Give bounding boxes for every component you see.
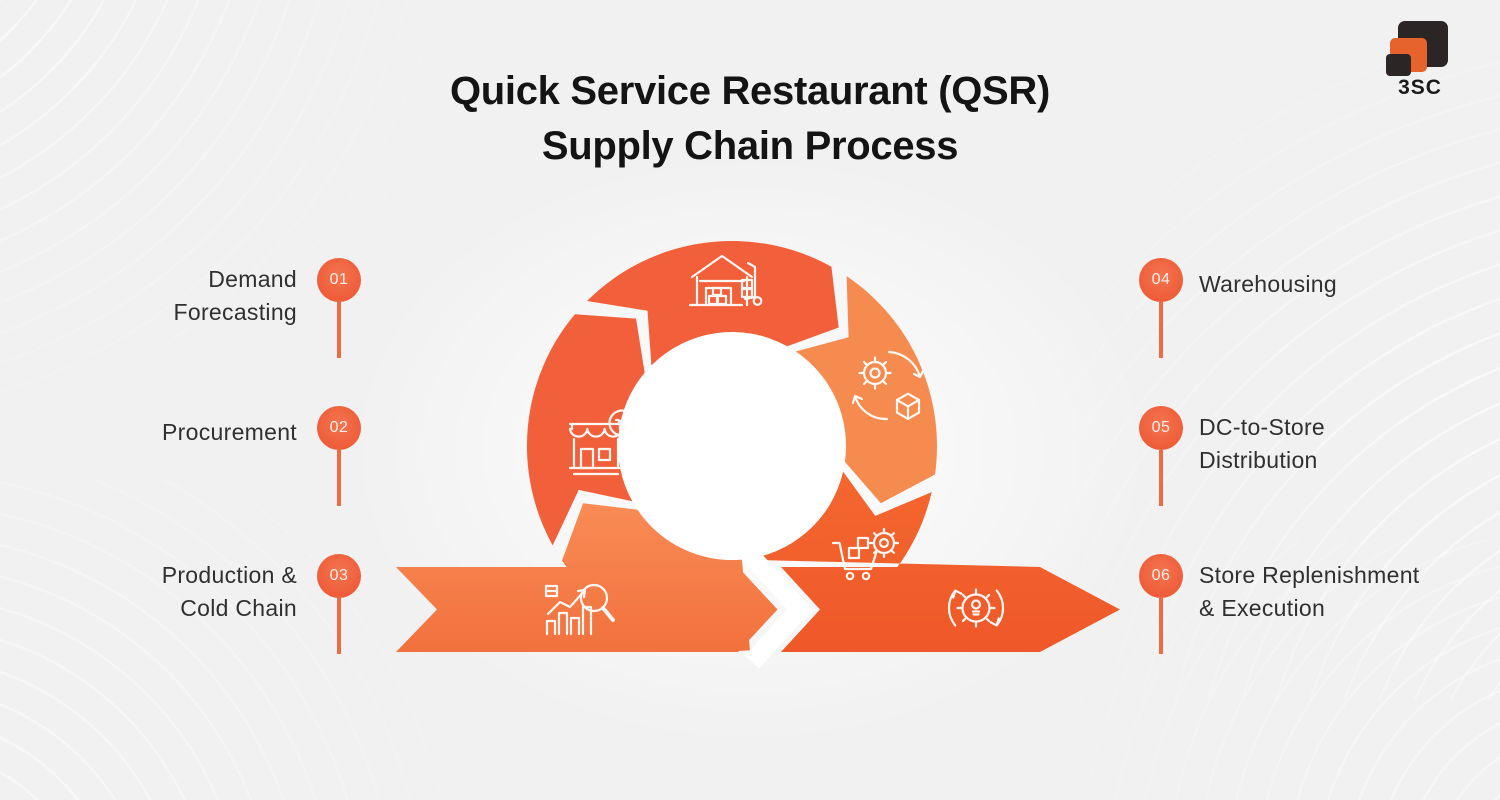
warehouse-handtruck-icon xyxy=(688,254,763,307)
step-label: Warehousing xyxy=(1199,271,1337,297)
cart-boxes-gear-icon xyxy=(831,527,900,581)
step-label: Production & Cold Chain xyxy=(161,562,297,621)
gear-bulb-arrows-icon xyxy=(947,588,1005,628)
step-number-badge: 02 xyxy=(317,406,361,450)
storefront-cart-icon xyxy=(568,409,636,476)
step-number-badge: 06 xyxy=(1139,554,1183,598)
step-item-dc-to-store: 05 DC-to-Store Distribution xyxy=(1139,406,1325,506)
step-number-badge: 05 xyxy=(1139,406,1183,450)
cycle-inner-disc xyxy=(618,332,846,560)
step-item-procurement: Procurement 02 xyxy=(47,406,361,506)
step-number-badge: 01 xyxy=(317,258,361,302)
step-label: Demand Forecasting xyxy=(173,266,297,325)
step-marker: 02 xyxy=(317,406,361,506)
step-item-warehousing: 04 Warehousing xyxy=(1139,258,1337,358)
step-label: DC-to-Store Distribution xyxy=(1199,414,1325,473)
brand-logo: 3SC xyxy=(1386,21,1450,121)
step-item-demand-forecasting: Demand Forecasting 01 xyxy=(47,258,361,358)
logo-brand-text: 3SC xyxy=(1398,76,1442,99)
step-connector-line xyxy=(1159,302,1163,358)
step-item-store-replenishment: 06 Store Replenishment & Execution xyxy=(1139,554,1419,654)
step-marker: 03 xyxy=(317,554,361,654)
cycle-segment-left xyxy=(526,314,645,546)
step-connector-line xyxy=(1159,598,1163,654)
step-marker: 01 xyxy=(317,258,361,358)
step-label: Procurement xyxy=(162,419,297,445)
cycle-segment-swoosh xyxy=(741,471,1040,652)
step-label: Store Replenishment & Execution xyxy=(1199,562,1420,621)
logo-square-small-black-icon xyxy=(1386,54,1411,76)
step-marker: 06 xyxy=(1139,554,1183,654)
step-item-production-cold-chain: Production & Cold Chain 03 xyxy=(47,554,361,654)
cycle-segment-upper-right xyxy=(795,276,937,504)
step-marker: 05 xyxy=(1139,406,1183,506)
step-marker: 04 xyxy=(1139,258,1183,358)
step-number-badge: 04 xyxy=(1139,258,1183,302)
bar-chart-magnifier-icon xyxy=(544,583,615,636)
band-junction-gap xyxy=(741,546,813,669)
page-title-line1: Quick Service Restaurant (QSR) xyxy=(449,69,1051,113)
step-connector-line xyxy=(337,302,341,358)
step-connector-line xyxy=(1159,450,1163,506)
page-title: Quick Service Restaurant (QSR) Supply Ch… xyxy=(0,64,1500,174)
step-number-badge: 03 xyxy=(317,554,361,598)
page-title-line2: Supply Chain Process xyxy=(541,124,959,168)
step-connector-line xyxy=(337,598,341,654)
gear-package-arrows-icon xyxy=(851,350,925,421)
step-connector-line xyxy=(337,450,341,506)
